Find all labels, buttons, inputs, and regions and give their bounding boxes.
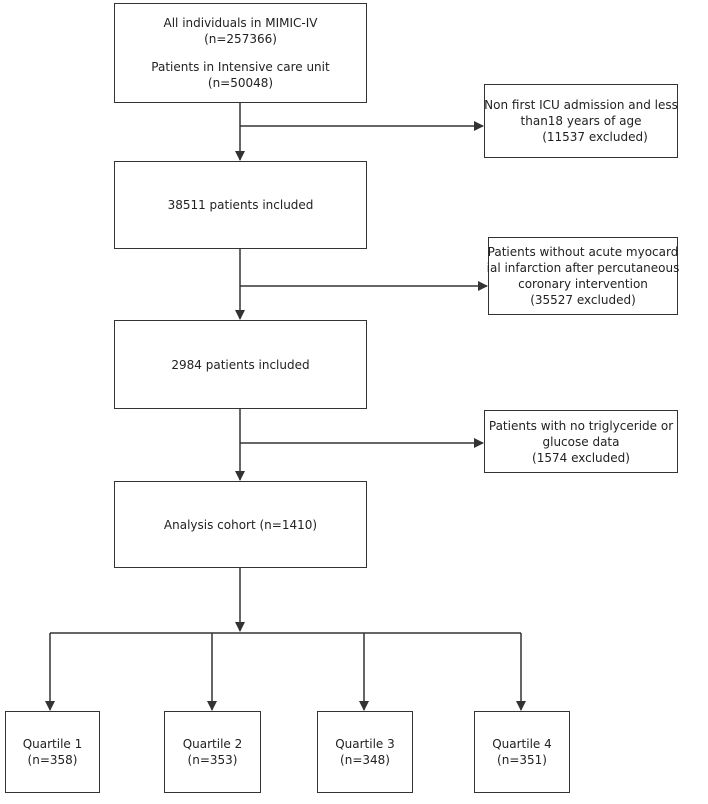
quartile-box-4: Quartile 4 (n=351) (474, 711, 570, 793)
start-line-1: All individuals in MIMIC-IV (163, 16, 318, 30)
exclusion1-line-1: Non first ICU admission and less (484, 98, 678, 112)
step3-box: 2984 patients included (114, 320, 367, 409)
exclusion-box-3: Patients with no triglyceride or glucose… (484, 410, 678, 473)
start-line-4: (n=50048) (207, 76, 274, 90)
quartile-box-2: Quartile 2 (n=353) (164, 711, 261, 793)
step3-label: 2984 patients included (171, 357, 310, 372)
quartile-4-n: (n=351) (497, 753, 547, 767)
quartile-2-name: Quartile 2 (182, 737, 243, 751)
quartile-4-name: Quartile 4 (492, 737, 552, 751)
start-line-2: (n=257366) (204, 32, 277, 46)
exclusion2-line-3: coronary intervention (518, 277, 648, 291)
exclusion2-line-2: ial infarction after percutaneous (486, 261, 680, 275)
step2-box: 38511 patients included (114, 161, 367, 249)
quartile-box-1: Quartile 1 (n=358) (5, 711, 100, 793)
quartile-box-3: Quartile 3 (n=348) (317, 711, 413, 793)
step2-label: 38511 patients included (167, 198, 314, 212)
exclusion3-line-2: glucose data (542, 434, 620, 449)
exclusion1-line-2: than18 years of age (520, 114, 642, 128)
quartile-2-n: (n=353) (187, 753, 238, 767)
exclusion2-line-1: Patients without acute myocard (487, 245, 679, 259)
exclusion3-line-3: (1574 excluded) (532, 450, 630, 465)
quartile-1-n: (n=358) (27, 753, 78, 767)
quartile-3-name: Quartile 3 (335, 737, 395, 751)
exclusion2-line-4: (35527 excluded) (530, 293, 636, 307)
exclusion-box-1: Non first ICU admission and less than18 … (484, 84, 678, 158)
exclusion3-line-1: Patients with no triglyceride or (488, 418, 674, 433)
exclusion1-line-3: (11537 excluded) (542, 130, 648, 144)
cohort-box: Analysis cohort (n=1410) (114, 481, 367, 568)
quartile-3-n: (n=348) (340, 753, 390, 767)
start-box: All individuals in MIMIC-IV (n=257366) P… (114, 3, 367, 103)
start-line-3: Patients in Intensive care unit (151, 60, 330, 74)
quartile-1-name: Quartile 1 (22, 737, 83, 751)
cohort-label: Analysis cohort (n=1410) (163, 517, 318, 532)
exclusion-box-2: Patients without acute myocard ial infar… (486, 237, 680, 315)
